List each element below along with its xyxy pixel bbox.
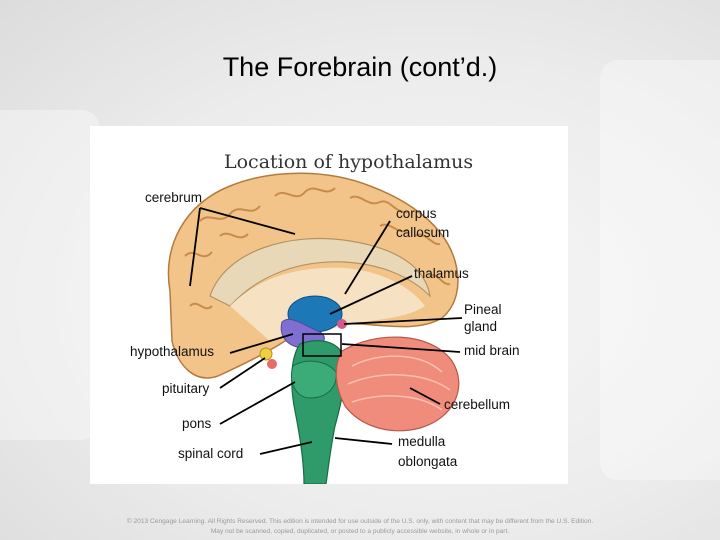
footer-line-2: May not be scanned, copied, duplicated, … [210, 528, 510, 535]
label-hypothalamus: hypothalamus [130, 344, 214, 359]
label-midbrain: mid brain [464, 343, 520, 358]
footer-line-1: © 2013 Cengage Learning. All Rights Rese… [126, 518, 594, 525]
label-pineal: Pineal [464, 302, 502, 317]
diagram-title: Location of hypothalamus [224, 151, 473, 173]
pituitary-shape [259, 347, 273, 361]
pons-shape [291, 360, 337, 399]
pointer-lines [189, 207, 463, 455]
label-oblongata: oblongata [398, 454, 458, 469]
label-gland: gland [464, 319, 497, 334]
pineal-gland-shape [337, 319, 347, 329]
slide-title: The Forebrain (cont’d.) [222, 52, 498, 82]
label-pituitary: pituitary [162, 381, 210, 396]
cerebellum-folia [347, 355, 451, 411]
gyri-texture [184, 187, 451, 310]
label-pons: pons [182, 416, 212, 431]
pituitary-small-shape [267, 359, 277, 369]
copyright-footer: © 2013 Cengage Learning. All Rights Rese… [60, 517, 660, 537]
label-medulla: medulla [398, 434, 446, 449]
label-corpus: corpus [396, 206, 437, 221]
label-cerebellum: cerebellum [444, 397, 510, 412]
label-spinal-cord: spinal cord [178, 446, 243, 461]
background-panel-right [600, 60, 720, 480]
midbrain-box [302, 333, 342, 357]
corpus-callosum-shape [209, 237, 431, 307]
label-thalamus: thalamus [414, 266, 469, 281]
brain-diagram: Location of hypothalamus [90, 126, 568, 484]
brain-diagram-svg: Location of hypothalamus [130, 151, 520, 484]
label-cerebrum: cerebrum [145, 190, 202, 205]
label-callosum: callosum [396, 225, 449, 240]
background-panel-left [0, 110, 100, 440]
